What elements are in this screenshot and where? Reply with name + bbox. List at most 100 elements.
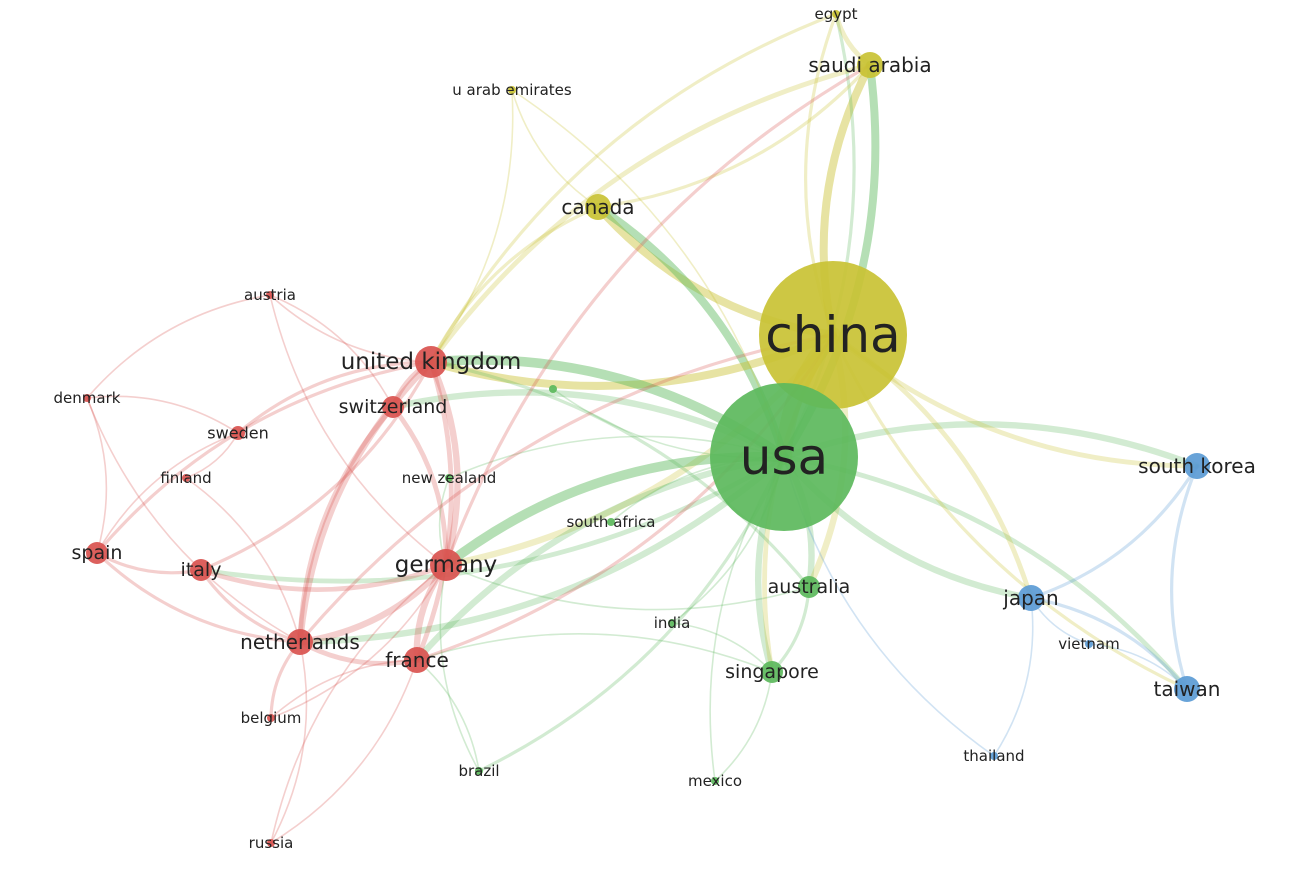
edge-germany-netherlands xyxy=(296,561,450,646)
edge-canada-united-kingdom xyxy=(429,205,600,364)
node-thailand[interactable] xyxy=(990,752,998,760)
node-brazil[interactable] xyxy=(475,767,483,775)
node-germany[interactable] xyxy=(430,549,462,581)
edge-usa-netherlands xyxy=(296,453,788,646)
edge-china-taiwan xyxy=(831,333,1189,691)
label-south-korea: south korea xyxy=(1138,454,1256,478)
edge-russia-germany xyxy=(270,564,447,844)
node-france[interactable] xyxy=(404,647,430,673)
label-thailand: thailand xyxy=(963,747,1024,765)
label-singapore: singapore xyxy=(725,661,819,683)
node-taiwan[interactable] xyxy=(1174,676,1200,702)
node-vietnam[interactable] xyxy=(1085,640,1093,648)
label-france: france xyxy=(385,648,449,672)
label-netherlands: netherlands xyxy=(240,630,360,654)
label-u-arab-emirates: u arab emirates xyxy=(452,81,572,99)
edge-australia-united-kingdom xyxy=(429,360,811,589)
node-belgium[interactable] xyxy=(267,714,275,722)
label-usa: usa xyxy=(740,428,828,486)
edge-singapore-france xyxy=(416,632,773,673)
node-india[interactable] xyxy=(668,619,676,627)
node-russia[interactable] xyxy=(267,839,275,847)
edge-belgium-germany xyxy=(270,564,447,719)
edge-united-kingdom-spain xyxy=(95,360,433,555)
edge-south-korea-japan xyxy=(1029,464,1199,600)
node-south-korea[interactable] xyxy=(1184,453,1210,479)
edge-spain-italy xyxy=(95,551,203,575)
label-finland: finland xyxy=(160,469,211,487)
edge-denmark-sweden xyxy=(86,395,239,434)
node-mexico[interactable] xyxy=(711,777,719,785)
label-switzerland: switzerland xyxy=(339,396,448,418)
label-austria: austria xyxy=(244,286,296,304)
edge-germany-italy xyxy=(198,562,449,592)
edge-united-kingdom-austria xyxy=(269,294,432,363)
edge-denmark-netherlands xyxy=(86,397,301,643)
node-unlabeled-green[interactable] xyxy=(549,385,557,393)
label-belgium: belgium xyxy=(241,709,302,727)
edge-u-arab-emirates-canada xyxy=(511,89,599,208)
edge-netherlands-china xyxy=(298,333,835,644)
label-russia: russia xyxy=(249,834,294,852)
label-mexico: mexico xyxy=(688,772,742,790)
edge-austria-switzerland xyxy=(269,294,394,408)
label-japan: japan xyxy=(1002,586,1058,610)
label-australia: australia xyxy=(768,576,851,598)
node-saudi-arabia[interactable] xyxy=(857,52,883,78)
node-new-zealand[interactable] xyxy=(445,474,453,482)
node-australia[interactable] xyxy=(798,576,820,598)
node-netherlands[interactable] xyxy=(287,629,313,655)
label-egypt: egypt xyxy=(814,5,857,23)
edge-japan-taiwan xyxy=(1029,596,1189,691)
node-finland[interactable] xyxy=(182,474,190,482)
edge-mexico-singapore xyxy=(714,671,773,782)
label-brazil: brazil xyxy=(458,762,499,780)
node-italy[interactable] xyxy=(190,559,212,581)
label-spain: spain xyxy=(72,542,123,564)
label-italy: italy xyxy=(181,559,222,581)
node-spain[interactable] xyxy=(86,542,108,564)
node-canada[interactable] xyxy=(585,194,611,220)
label-sweden: sweden xyxy=(207,424,268,443)
node-austria[interactable] xyxy=(266,291,274,299)
edge-united-kingdom-france xyxy=(414,359,454,663)
node-singapore[interactable] xyxy=(761,661,783,683)
label-taiwan: taiwan xyxy=(1154,677,1221,701)
label-china: china xyxy=(765,306,900,364)
edge-united-kingdom-germany xyxy=(427,358,461,569)
node-switzerland[interactable] xyxy=(382,396,404,418)
label-new-zealand: new zealand xyxy=(402,469,496,487)
node-japan[interactable] xyxy=(1018,585,1044,611)
nodes-layer xyxy=(83,10,1210,847)
edge-egypt-united-kingdom xyxy=(429,12,838,364)
edge-netherlands-italy xyxy=(199,568,302,644)
edge-germany-saudi-arabia xyxy=(444,63,872,567)
edge-belgium-france xyxy=(270,659,418,719)
edge-netherlands-france xyxy=(297,639,420,666)
edge-austria-germany xyxy=(269,294,447,566)
edge-spain-denmark xyxy=(86,397,108,554)
edge-united-kingdom-netherlands xyxy=(296,358,435,646)
node-china[interactable] xyxy=(759,261,907,409)
node-south-africa[interactable] xyxy=(607,518,615,526)
edge-united-kingdom-sweden xyxy=(236,360,433,435)
edge-finland-netherlands xyxy=(185,477,301,643)
label-india: india xyxy=(654,614,691,632)
node-sweden[interactable] xyxy=(231,426,245,440)
edge-india-singapore xyxy=(671,622,773,673)
label-canada: canada xyxy=(561,195,634,219)
edge-switzerland-netherlands xyxy=(297,404,396,645)
edge-brazil-france xyxy=(416,659,480,772)
node-usa[interactable] xyxy=(710,383,858,531)
edge-thailand-japan xyxy=(993,597,1034,757)
node-egypt[interactable] xyxy=(832,10,840,18)
edge-russia-france xyxy=(270,659,418,844)
node-denmark[interactable] xyxy=(83,394,91,402)
edge-russia-netherlands xyxy=(270,641,308,844)
edge-united-kingdom-italy xyxy=(199,360,433,572)
node-u-arab-emirates[interactable] xyxy=(508,86,516,94)
edge-switzerland-germany xyxy=(390,404,449,568)
edge-saudi-arabia-canada xyxy=(596,63,872,209)
edge-brazil-germany xyxy=(439,564,480,772)
node-united-kingdom[interactable] xyxy=(415,346,447,378)
